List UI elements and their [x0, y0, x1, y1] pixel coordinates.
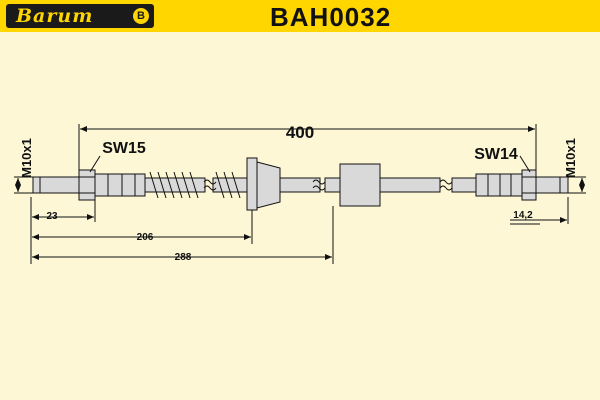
- dim-label-288: 288: [175, 252, 192, 263]
- label-thread-right: M10x1: [563, 138, 578, 178]
- right-thread-stud: [535, 176, 569, 194]
- spring-guard: [144, 171, 248, 199]
- bracket-cone: [256, 161, 281, 209]
- brand-logo: Barum B: [6, 4, 154, 28]
- dimension-lines: [15, 126, 585, 260]
- label-sw14: SW14: [474, 146, 518, 163]
- hose-segment-1: [279, 177, 321, 193]
- dim-label-23: 23: [46, 211, 58, 222]
- hose-assembly: [32, 157, 569, 211]
- part-number: BAH0032: [270, 2, 392, 32]
- label-sw15: SW15: [102, 140, 146, 157]
- extension-lines: [14, 124, 586, 264]
- brand-logo-badge: B: [133, 8, 149, 24]
- left-hex-nut: [78, 169, 96, 201]
- dim-label-206: 206: [137, 232, 154, 243]
- middle-sleeve: [339, 163, 381, 207]
- label-thread-left: M10x1: [19, 138, 34, 178]
- dim-label-400: 400: [286, 123, 314, 142]
- hose-segment-2: [379, 177, 441, 193]
- leader-sw14: [519, 155, 531, 173]
- right-crimp-fitting: [475, 173, 523, 197]
- bracket-collar: [246, 157, 258, 211]
- brand-logo-text: Barum: [16, 5, 94, 27]
- brake-hose-drawing: 400 SW15 SW14 23 206 288 14,2 M10x1 M10x…: [14, 123, 586, 264]
- right-hex-nut: [521, 169, 537, 201]
- left-crimp-fitting: [94, 173, 146, 197]
- leader-sw15: [89, 155, 101, 173]
- header-bar: Barum B BAH0032: [0, 0, 600, 32]
- dim-label-14-2: 14,2: [513, 210, 533, 221]
